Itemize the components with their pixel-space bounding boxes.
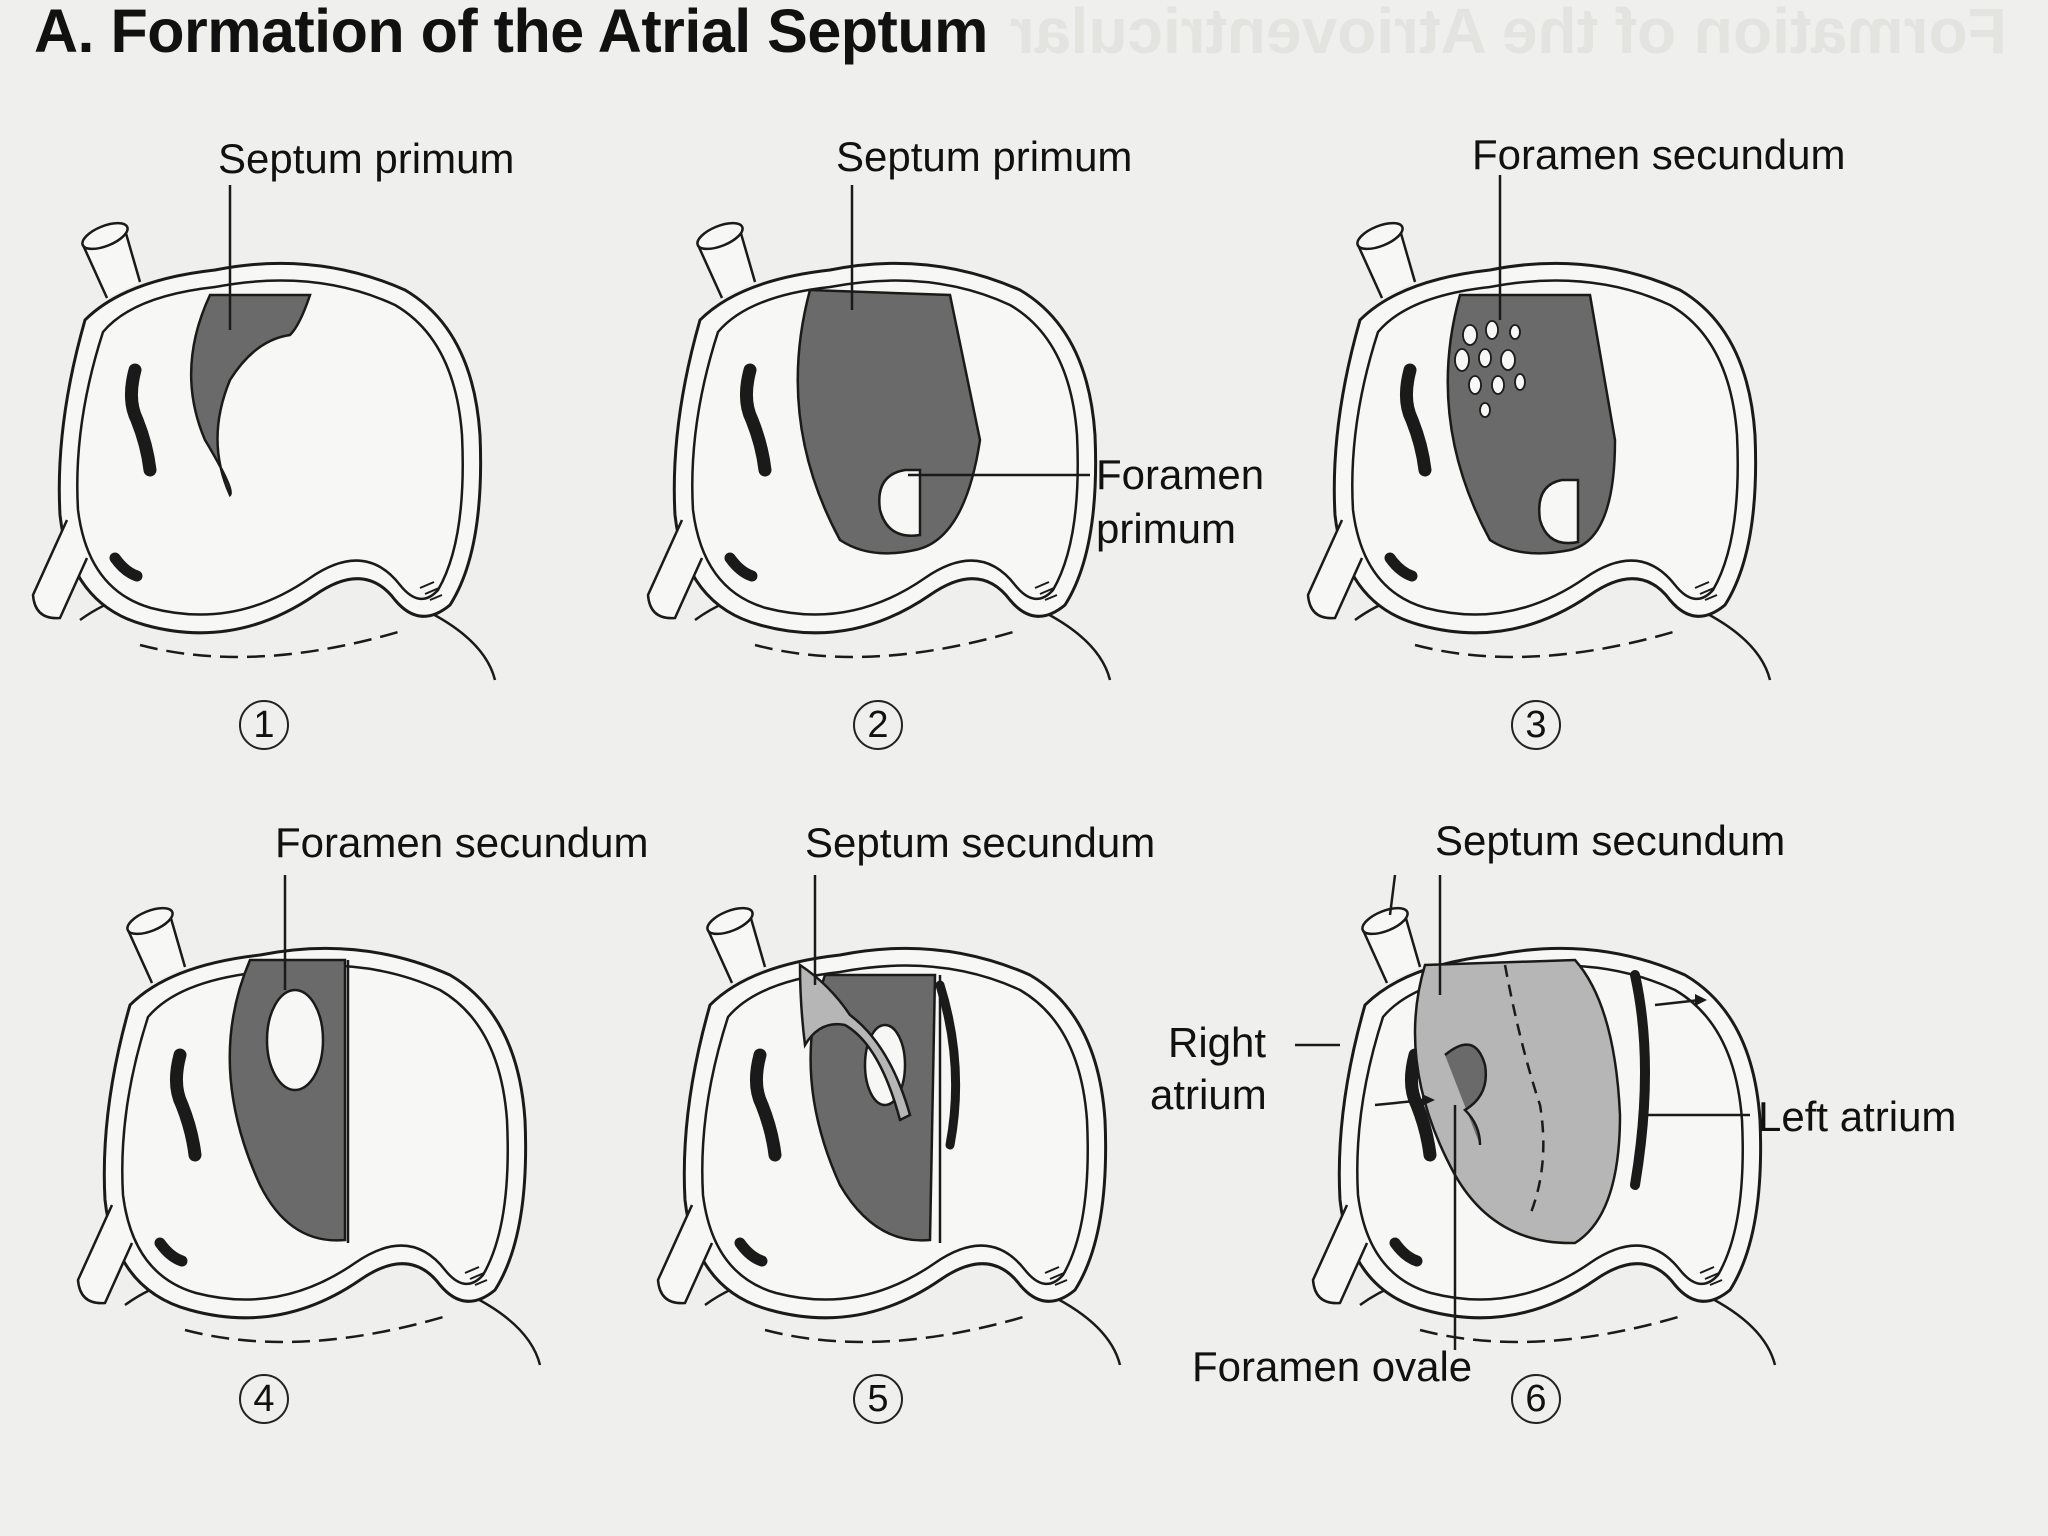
perforations — [1454, 320, 1526, 418]
label-left-atrium: Left atrium — [1758, 1093, 1957, 1140]
panel-number-4: 4 — [239, 1374, 289, 1424]
septum-secundum-shape — [798, 962, 912, 1122]
flow-arrow — [1654, 998, 1701, 1007]
foramen-secundum-hole — [265, 988, 325, 1092]
label-right-atrium-line2: atrium — [1150, 1071, 1267, 1118]
label-septum-primum-1: Septum primum — [218, 135, 515, 182]
flow-arrow — [1374, 1098, 1426, 1107]
label-foramen-secundum-3: Foramen secundum — [1472, 131, 1846, 178]
panel-4 — [78, 875, 540, 1365]
panel-number-5: 5 — [853, 1374, 903, 1424]
panel-2 — [648, 185, 1110, 680]
panel-3 — [1308, 175, 1770, 680]
panel-number-1: 1 — [239, 700, 289, 750]
label-foramen-secundum-4: Foramen secundum — [275, 819, 649, 866]
septum-primum-shape — [796, 288, 982, 555]
label-right-atrium-line1: Right — [1168, 1019, 1267, 1066]
label-foramen-primum-line2: primum — [1096, 505, 1237, 552]
panel-number-6: 6 — [1511, 1374, 1561, 1424]
panel-1 — [33, 185, 495, 680]
label-foramen-ovale: Foramen ovale — [1192, 1343, 1473, 1390]
septum-primum-shape — [189, 293, 312, 498]
panel-number-3: 3 — [1511, 700, 1561, 750]
panel-6 — [1295, 874, 1775, 1365]
panel-5 — [658, 875, 1120, 1365]
label-septum-primum-2: Septum primum — [836, 133, 1133, 180]
label-septum-secundum-6: Septum secundum — [1435, 817, 1786, 864]
foramen-primum-gap — [878, 468, 922, 537]
figure-title: A. Formation of the Atrial Septum — [34, 0, 988, 65]
label-foramen-primum-line1: Foramen — [1096, 451, 1265, 498]
label-septum-secundum-5: Septum secundum — [805, 819, 1156, 866]
panel-number-2: 2 — [853, 700, 903, 750]
